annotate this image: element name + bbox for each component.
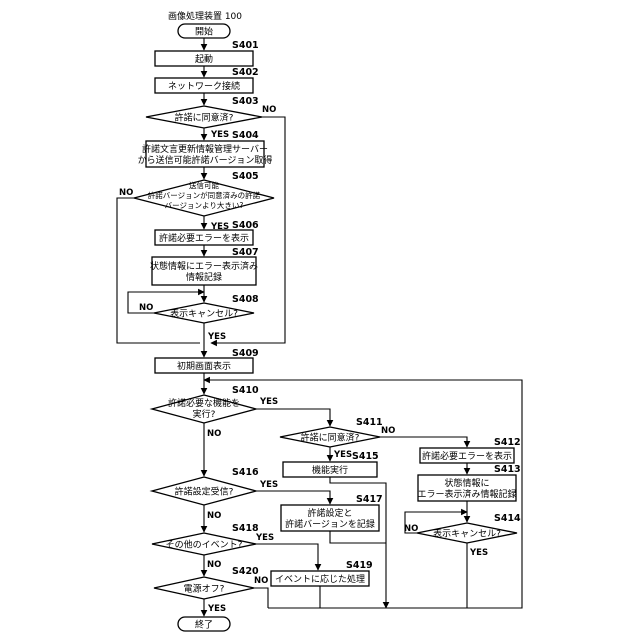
s412-label: 許諾必要エラーを表示 (422, 450, 512, 462)
connector-s416-yes (256, 491, 330, 504)
s401-label: 起動 (195, 54, 213, 65)
s408-label: 表示キャンセル? (170, 308, 238, 320)
s416-no-label: NO (207, 511, 221, 521)
s417-line1: 許諾設定と (307, 507, 352, 519)
s412-step-id: S412 (494, 437, 521, 448)
s419-label: イベントに応じた処理 (275, 573, 365, 585)
s410-no-label: NO (207, 429, 221, 439)
s408-yes-label: YES (207, 332, 226, 342)
s403-no-label: NO (262, 105, 276, 115)
s418-label: その他のイベント? (166, 539, 243, 551)
diagram-title: 画像処理装置 100 (168, 10, 242, 22)
s415-step-id: S415 (352, 451, 379, 462)
s407-step-id: S407 (232, 247, 259, 258)
s405-line2: 許諾バージョンが同意済みの許諾 (148, 190, 261, 200)
s418-yes-label: YES (255, 533, 274, 543)
s413-step-id: S413 (494, 464, 521, 475)
s420-yes-label: YES (207, 604, 226, 614)
s408-step-id: S408 (232, 294, 259, 305)
connector-s410-yes (256, 409, 330, 426)
s414-yes-label: YES (469, 548, 488, 558)
s410-step-id: S410 (232, 385, 259, 396)
connector-s411-no (380, 437, 467, 447)
s410-line1: 許諾必要な機能を (168, 397, 240, 409)
s405-line3: バージョンより大きい? (165, 200, 244, 210)
s407-line2: 情報記録 (186, 271, 222, 283)
start-label: 開始 (195, 26, 213, 38)
s414-step-id: S414 (494, 513, 521, 524)
s401-step-id: S401 (232, 40, 259, 51)
s411-no-label: NO (381, 426, 395, 436)
s416-yes-label: YES (259, 480, 278, 490)
s417-step-id: S417 (356, 494, 383, 505)
s419-step-id: S419 (346, 560, 373, 571)
s406-label: 許諾必要エラーを表示 (159, 232, 249, 244)
s409-step-id: S409 (232, 348, 259, 359)
s403-step-id: S403 (232, 96, 259, 107)
s418-no-label: NO (207, 560, 221, 570)
connector-s418-yes (256, 544, 318, 570)
s402-label: ネットワーク接続 (168, 80, 240, 92)
s403-yes-label: YES (210, 130, 229, 140)
s405-line1: 送信可能 (189, 180, 219, 190)
s407-line1: 状態情報にエラー表示済み (150, 260, 258, 272)
s406-step-id: S406 (232, 220, 259, 231)
s411-yes-label: YES (333, 450, 352, 460)
connector-s420-no (254, 588, 268, 608)
s410-yes-label: YES (259, 397, 278, 407)
s420-label: 電源オフ? (184, 584, 225, 595)
connector-s417-out (330, 531, 386, 543)
s413-line1: 状態情報に (444, 477, 489, 489)
s405-step-id: S405 (232, 171, 259, 182)
s404-step-id: S404 (232, 130, 259, 141)
s405-no-label: NO (119, 188, 133, 198)
s411-step-id: S411 (356, 417, 383, 428)
s416-step-id: S416 (232, 467, 259, 478)
s420-no-label: NO (254, 576, 268, 586)
s402-step-id: S402 (232, 67, 259, 78)
s403-label: 許諾に同意済? (175, 112, 234, 124)
s415-label: 機能実行 (312, 464, 348, 476)
s409-label: 初期画面表示 (177, 360, 231, 372)
s411-label: 許諾に同意済? (301, 432, 360, 444)
s413-line2: エラー表示済み情報記録 (417, 488, 516, 500)
s410-line2: 実行? (193, 408, 216, 420)
s414-label: 表示キャンセル? (433, 528, 501, 540)
s404-line1: 許諾文言更新情報管理サーバー (142, 143, 268, 155)
s408-no-label: NO (139, 303, 153, 313)
s418-step-id: S418 (232, 523, 259, 534)
end-label: 終了 (195, 619, 213, 631)
s417-line2: 許諾バージョンを記録 (285, 518, 375, 530)
s416-label: 許諾設定受信? (175, 486, 234, 498)
s404-line2: から送信可能許諾バージョン取得 (138, 154, 273, 166)
